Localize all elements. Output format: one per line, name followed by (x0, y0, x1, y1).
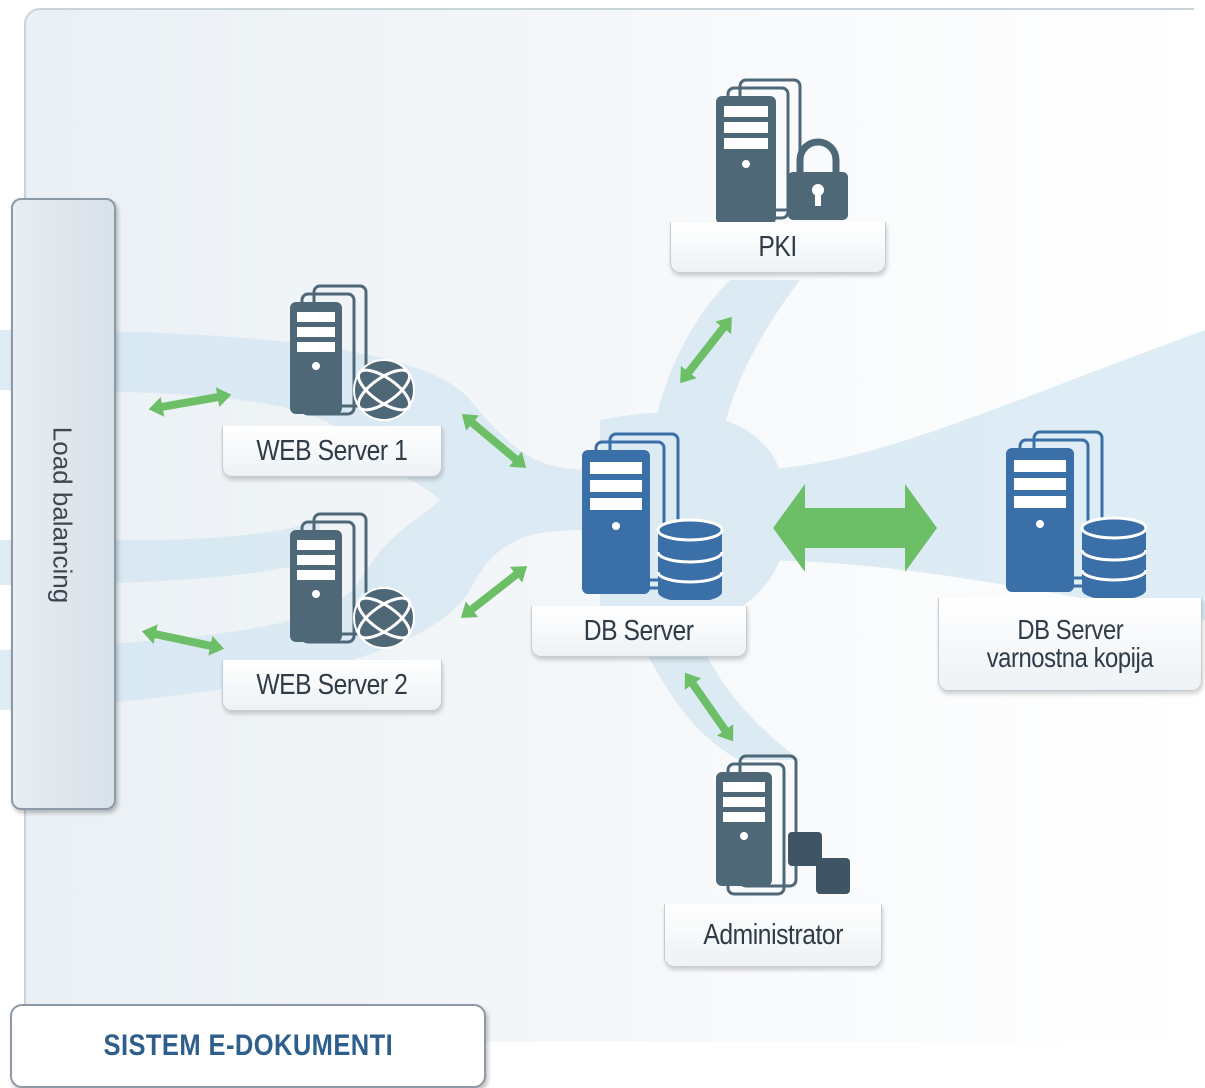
windows-icon (788, 832, 850, 894)
globe-icon (353, 359, 415, 421)
arrow-web2-db (460, 566, 528, 618)
admin-label-box: Administrator (664, 904, 882, 967)
admin-label: Administrator (703, 918, 843, 951)
db-backup-server-icon (1006, 430, 1148, 598)
pki-label: PKI (758, 230, 798, 263)
web-server-1-label-box: WEB Server 1 (222, 426, 442, 477)
db-server-label: DB Server (584, 614, 694, 647)
db-server-label-box: DB Server (531, 606, 747, 657)
arrow-lb-web1 (148, 387, 232, 417)
globe-icon (353, 587, 415, 649)
arrow-db-pki (680, 316, 732, 384)
db-server-icon (582, 432, 724, 600)
web-server-2-icon (290, 512, 415, 649)
db-backup-label-line1: DB Server (1017, 614, 1123, 645)
pki-label-box: PKI (670, 222, 886, 273)
arrow-lb-web2 (141, 624, 225, 656)
lock-icon (788, 138, 848, 220)
web-server-1-icon (290, 284, 415, 421)
system-title-box: SISTEM E-DOKUMENTI (10, 1004, 486, 1088)
arrow-db-admin (684, 672, 734, 742)
admin-server-icon (716, 754, 850, 896)
database-icon (656, 518, 724, 600)
arrow-web1-db (461, 414, 527, 468)
web-server-2-label-box: WEB Server 2 (222, 660, 442, 711)
web-server-1-label: WEB Server 1 (256, 434, 408, 467)
db-backup-label-line2: varnostna kopija (986, 642, 1154, 673)
db-backup-label-box: DB Server varnostna kopija (938, 598, 1202, 691)
pki-server-icon (716, 78, 848, 224)
arrow-db-backup (773, 484, 937, 572)
load-balancer-box (11, 198, 116, 810)
web-server-2-label: WEB Server 2 (256, 668, 408, 701)
database-icon (1080, 516, 1148, 598)
system-title: SISTEM E-DOKUMENTI (103, 1029, 393, 1062)
